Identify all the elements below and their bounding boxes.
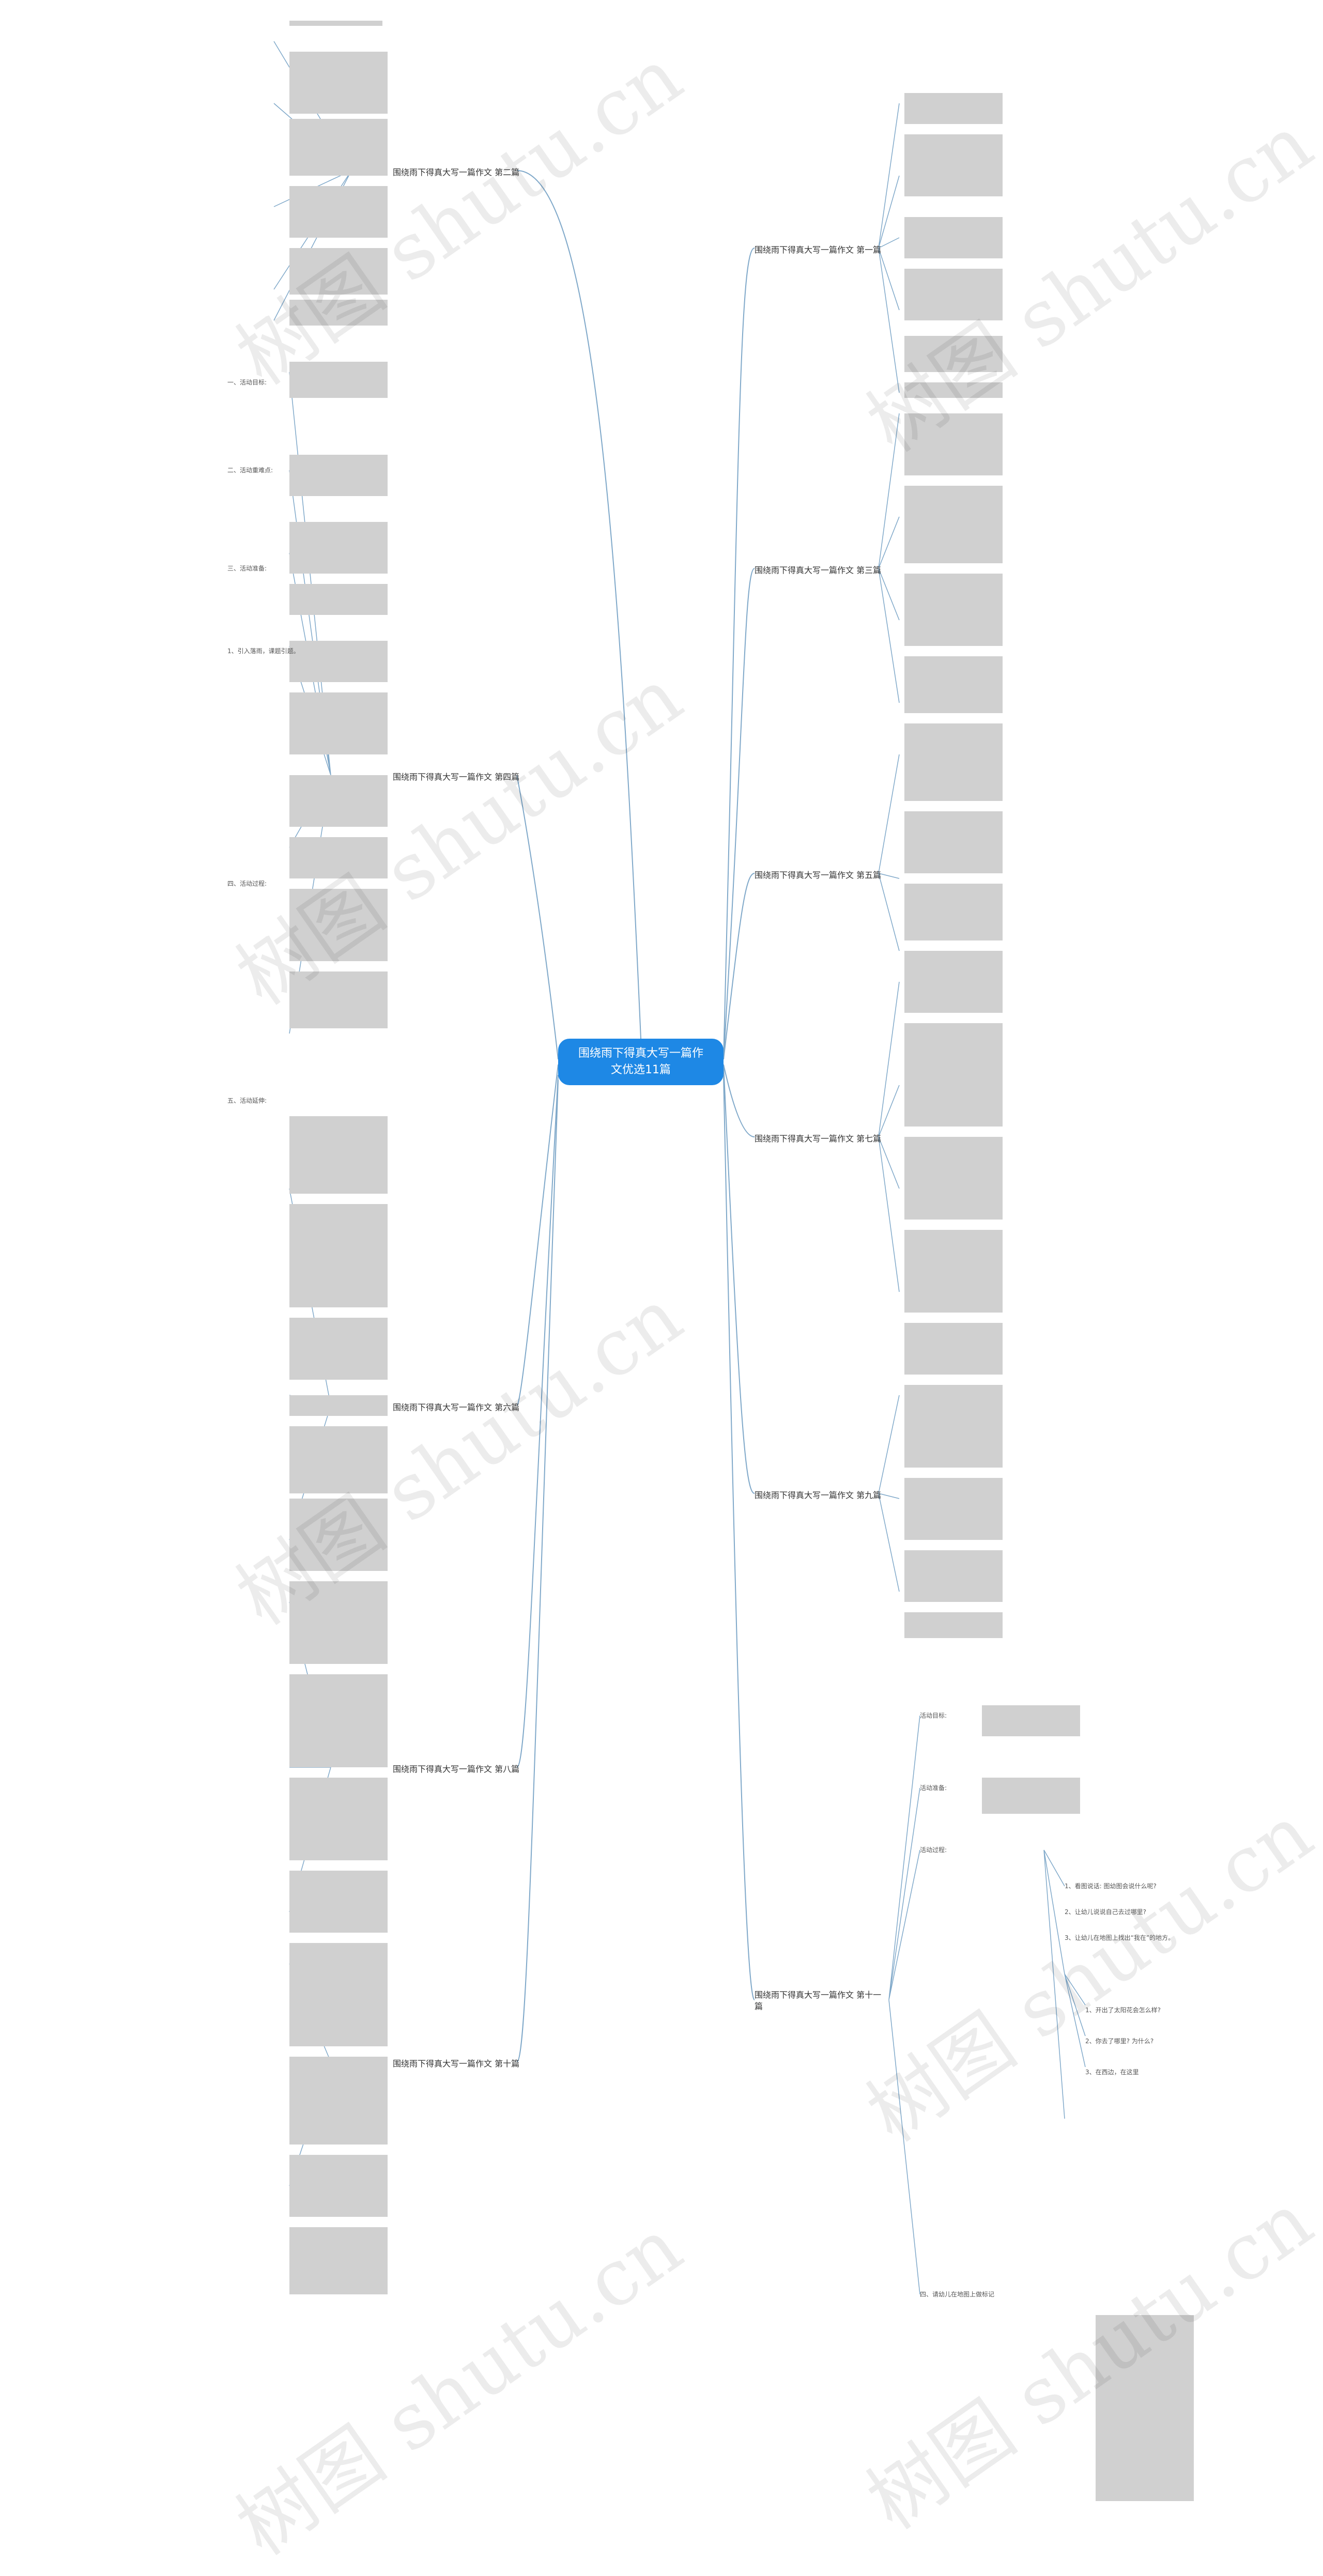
subtopic-11-map-marking[interactable]: 四、请幼儿在地图上做标记 [920,2291,995,2298]
subtopic-process[interactable]: 四、活动过程: [227,880,267,887]
subtopic-extension[interactable]: 五、活动延伸: [227,1097,267,1104]
branch-essay-2[interactable]: 围绕雨下得真大写一篇作文 第二篇 [393,167,520,177]
root-title-line2: 文优选11篇 [611,1063,671,1076]
root-title-line1: 围绕雨下得真大写一篇作 [578,1047,703,1060]
branch-essay-6[interactable]: 围绕雨下得真大写一篇作文 第六篇 [393,1402,520,1412]
subtopic-11-answer-1[interactable]: 1、开出了太阳花会怎么样? [1085,2007,1161,2014]
branch-essay-11-line1: 围绕雨下得真大写一篇作文 第十一 [755,1990,882,2000]
branch-essay-1[interactable]: 围绕雨下得真大写一篇作文 第一篇 [755,245,882,255]
root-topic[interactable]: 围绕雨下得真大写一篇作 文优选11篇 [558,1039,724,1085]
branch-essay-4[interactable]: 围绕雨下得真大写一篇作文 第四篇 [393,772,520,782]
branch-essay-3[interactable]: 围绕雨下得真大写一篇作文 第三篇 [755,565,882,575]
subtopic-goals[interactable]: 一、活动目标: [227,379,267,386]
subtopic-11-answer-2[interactable]: 2、你去了哪里? 为什么? [1085,2038,1154,2045]
subtopic-11-question-2[interactable]: 2、让幼儿说说自己去过哪里? [1065,1908,1147,1916]
mindmap-connectors [273,21,1194,2501]
subtopic-intro[interactable]: 1、引入落雨，课题引题。 [227,647,300,655]
subtopic-key-points[interactable]: 二、活动重难点: [227,467,273,474]
branch-essay-11-line2: 篇 [755,2001,763,2011]
branch-essay-5[interactable]: 围绕雨下得真大写一篇作文 第五篇 [755,870,882,880]
branch-essay-9[interactable]: 围绕雨下得真大写一篇作文 第九篇 [755,1490,882,1500]
subtopic-preparation[interactable]: 三、活动准备: [227,565,267,572]
branch-essay-7[interactable]: 围绕雨下得真大写一篇作文 第七篇 [755,1134,882,1144]
branch-essay-10[interactable]: 围绕雨下得真大写一篇作文 第十篇 [393,2059,520,2069]
subtopic-11-process[interactable]: 活动过程: [920,1846,947,1854]
subtopic-11-goals[interactable]: 活动目标: [920,1712,947,1719]
branch-essay-11[interactable]: 围绕雨下得真大写一篇作文 第十一 篇 [755,1989,881,2012]
subtopic-11-preparation[interactable]: 活动准备: [920,1784,947,1792]
subtopic-11-question-3[interactable]: 3、让幼儿在地图上找出“我在”的地方。 [1065,1934,1175,1941]
branch-essay-8[interactable]: 围绕雨下得真大写一篇作文 第八篇 [393,1764,520,1774]
subtopic-11-question-1[interactable]: 1、看图说话: 图幼图会说什么呢? [1065,1883,1157,1890]
subtopic-11-answer-3[interactable]: 3、在西边，在这里 [1085,2069,1139,2076]
